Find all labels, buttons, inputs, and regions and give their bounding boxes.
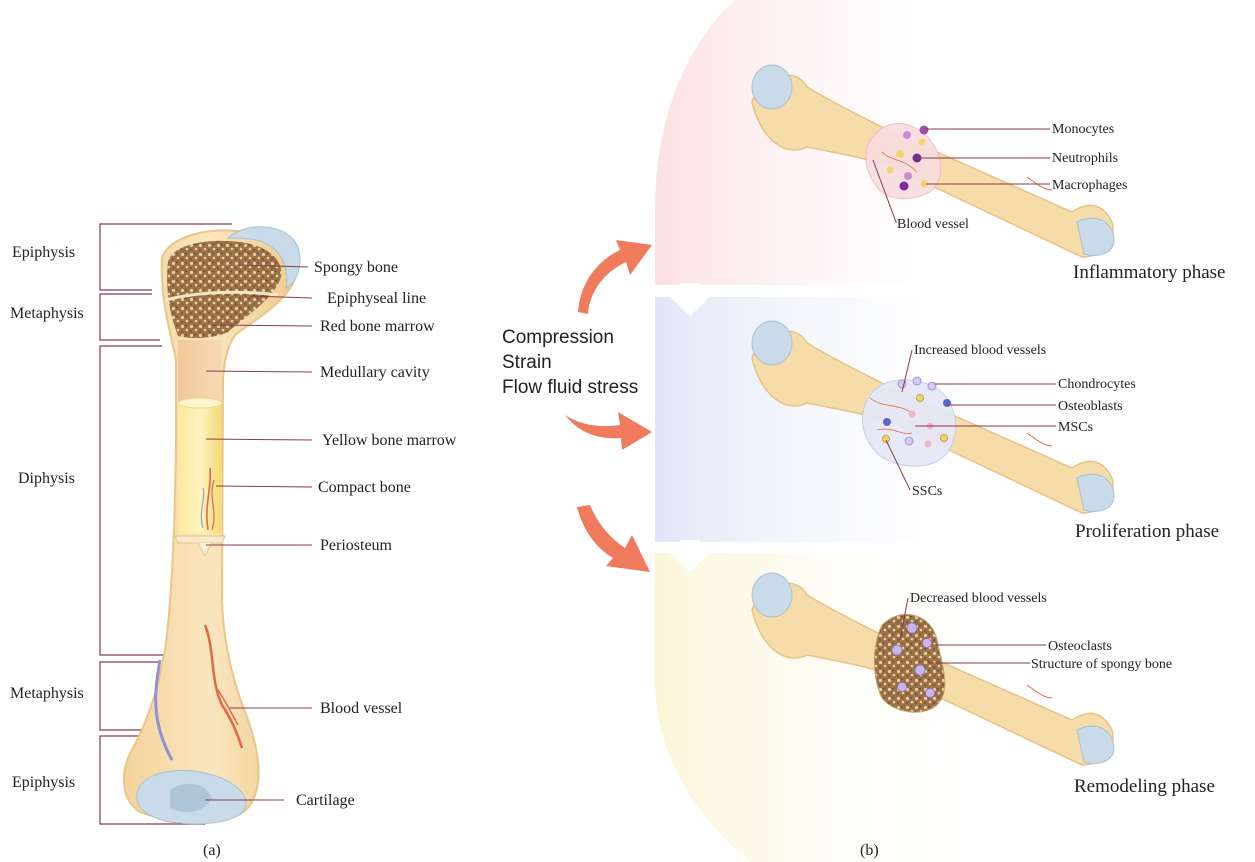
region-metaphysis-top: Metaphysis — [10, 305, 84, 322]
caption-b: (b) — [860, 842, 879, 859]
label-increased-blood-vessels: Increased blood vessels — [914, 343, 1046, 358]
label-mscs: MSCs — [1058, 420, 1093, 435]
label-macrophages: Macrophages — [1052, 178, 1127, 193]
label-sscs: SSCs — [912, 484, 942, 499]
caption-a: (a) — [203, 842, 221, 859]
stimulus-arrows — [565, 240, 652, 572]
region-metaphysis-bottom: Metaphysis — [10, 685, 84, 702]
panel-b: Compression Strain Flow fluid stress — [502, 0, 1225, 862]
region-epiphysis-top: Epiphysis — [12, 244, 75, 261]
phase-proliferation: Proliferation phase — [1075, 521, 1219, 542]
stimulus-compression: Compression — [502, 327, 614, 348]
label-chondrocytes: Chondrocytes — [1058, 377, 1136, 392]
arrow-to-inflammatory — [578, 240, 652, 314]
label-medullary-cavity: Medullary cavity — [320, 364, 430, 381]
label-blood-vessel-inflammatory: Blood vessel — [897, 217, 969, 232]
label-yellow-bone-marrow: Yellow bone marrow — [322, 432, 457, 449]
stimulus-flow-fluid-stress: Flow fluid stress — [502, 377, 638, 398]
label-epiphyseal-line: Epiphyseal line — [327, 290, 426, 307]
phase-inflammatory: Inflammatory phase — [1073, 262, 1225, 283]
label-spongy-bone: Spongy bone — [314, 259, 398, 276]
label-osteoclasts: Osteoclasts — [1048, 639, 1112, 654]
label-blood-vessel: Blood vessel — [320, 700, 403, 717]
arrow-to-proliferation — [565, 412, 652, 450]
label-decreased-blood-vessels: Decreased blood vessels — [910, 591, 1047, 606]
region-epiphysis-bottom: Epiphysis — [12, 774, 75, 791]
label-cartilage: Cartilage — [296, 792, 355, 809]
femur-illustration — [124, 227, 300, 824]
arrow-to-remodeling — [577, 505, 650, 572]
stimulus-strain: Strain — [502, 352, 552, 373]
label-compact-bone: Compact bone — [318, 479, 411, 496]
phase-remodeling: Remodeling phase — [1074, 776, 1215, 797]
label-red-bone-marrow: Red bone marrow — [320, 318, 435, 335]
label-monocytes: Monocytes — [1052, 122, 1114, 137]
label-osteoblasts: Osteoblasts — [1058, 399, 1123, 414]
panel-a: Epiphysis Metaphysis Diphysis Metaphysis… — [10, 224, 457, 859]
label-periosteum: Periosteum — [320, 537, 393, 554]
label-structure-of-spongy-bone: Structure of spongy bone — [1031, 657, 1172, 672]
label-neutrophils: Neutrophils — [1052, 151, 1118, 166]
region-diphysis: Diphysis — [18, 470, 75, 487]
